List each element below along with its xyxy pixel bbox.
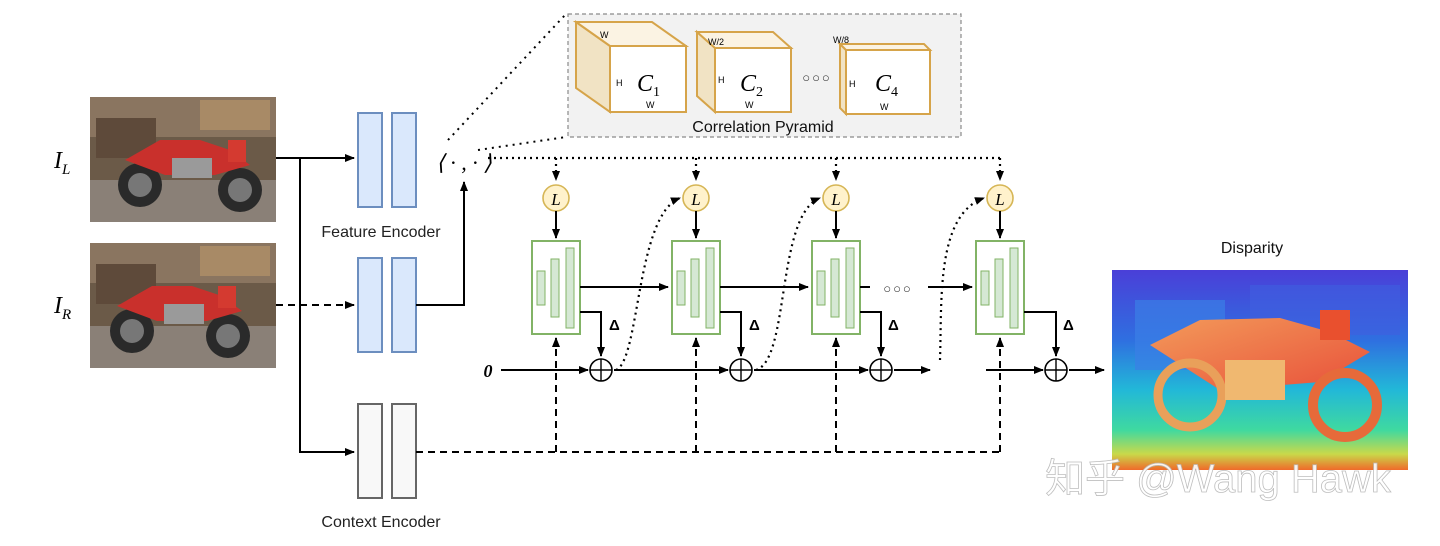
right-image xyxy=(90,243,276,368)
lookup-4: L xyxy=(986,184,1014,212)
delta-label-1: Δ xyxy=(609,317,620,334)
c1-bottom-label: W xyxy=(646,100,655,110)
pyramid-title: Correlation Pyramid xyxy=(692,119,833,136)
gru-block-3 xyxy=(811,240,861,335)
correlation-pyramid: W H W C1 W/2 H W C2 ○○○ W/8 H W C4 Corre… xyxy=(567,13,962,138)
pyramid-zoom-lines xyxy=(447,13,567,151)
context-bus xyxy=(416,337,1004,453)
sum-nodes xyxy=(589,358,1068,382)
gru-block-1 xyxy=(531,240,581,335)
delta-label-3: Δ xyxy=(888,317,899,334)
sum-3 xyxy=(869,358,893,382)
input-connectors xyxy=(276,154,355,456)
lookup-1: L xyxy=(542,184,570,212)
c2-side-label: H xyxy=(718,75,725,85)
svg-text:L: L xyxy=(994,190,1004,209)
c4-label: C4 xyxy=(875,71,898,100)
sum-4 xyxy=(1044,358,1068,382)
c1-side-label: H xyxy=(616,78,623,88)
feature-encoder-left xyxy=(357,112,417,208)
volume-c2: W/2 H W C2 xyxy=(694,29,794,115)
lookup-2: L xyxy=(682,184,710,212)
c1-label: C1 xyxy=(637,71,660,100)
right-image-label: IR xyxy=(53,293,71,323)
left-image-label: IL xyxy=(53,148,70,178)
c2-top-label: W/2 xyxy=(708,37,724,47)
gru-block-2 xyxy=(671,240,721,335)
context-encoder-label: Context Encoder xyxy=(321,514,441,531)
disparity-map xyxy=(1112,270,1408,470)
correlation-operator: ⟨ · , · ⟩ xyxy=(436,150,492,175)
feature-encoder-right xyxy=(357,257,417,353)
svg-text:L: L xyxy=(830,190,840,209)
c1-top-label: W xyxy=(600,30,609,40)
lookup-nodes: L L L L xyxy=(542,184,1014,212)
gru-block-4 xyxy=(975,240,1025,335)
c2-label: C2 xyxy=(740,71,763,100)
c4-bottom-label: W xyxy=(880,102,889,112)
zero-init: 0 xyxy=(484,361,493,381)
volume-c4: W/8 H W C4 xyxy=(833,35,933,117)
volume-c1: W H W C1 xyxy=(572,20,690,114)
correlation-bus xyxy=(488,156,1004,181)
delta-label-4: Δ xyxy=(1063,317,1074,334)
delta-label-2: Δ xyxy=(749,317,760,334)
feature-to-correlation-arrow xyxy=(416,181,468,306)
delta-arrows xyxy=(580,311,1060,357)
lookup-3: L xyxy=(822,184,850,212)
iteration-ellipsis: ○○○ xyxy=(883,281,913,296)
c4-side-label: H xyxy=(849,79,856,89)
delta-labels: Δ Δ Δ Δ xyxy=(609,317,1074,334)
update-blocks xyxy=(531,240,1025,335)
sum-2 xyxy=(729,358,753,382)
svg-text:L: L xyxy=(690,190,700,209)
lookup-to-gru-arrows xyxy=(552,211,1004,239)
sum-1 xyxy=(589,358,613,382)
feature-encoder-label: Feature Encoder xyxy=(321,224,441,241)
left-image xyxy=(90,97,276,222)
c2-bottom-label: W xyxy=(745,100,754,110)
c4-top-label: W/8 xyxy=(833,35,849,45)
watermark: 知乎 @Wang Hawk xyxy=(1045,457,1392,501)
context-encoder xyxy=(357,403,417,499)
disparity-title: Disparity xyxy=(1221,240,1283,257)
svg-text:L: L xyxy=(550,190,560,209)
pyramid-ellipsis: ○○○ xyxy=(802,70,832,85)
